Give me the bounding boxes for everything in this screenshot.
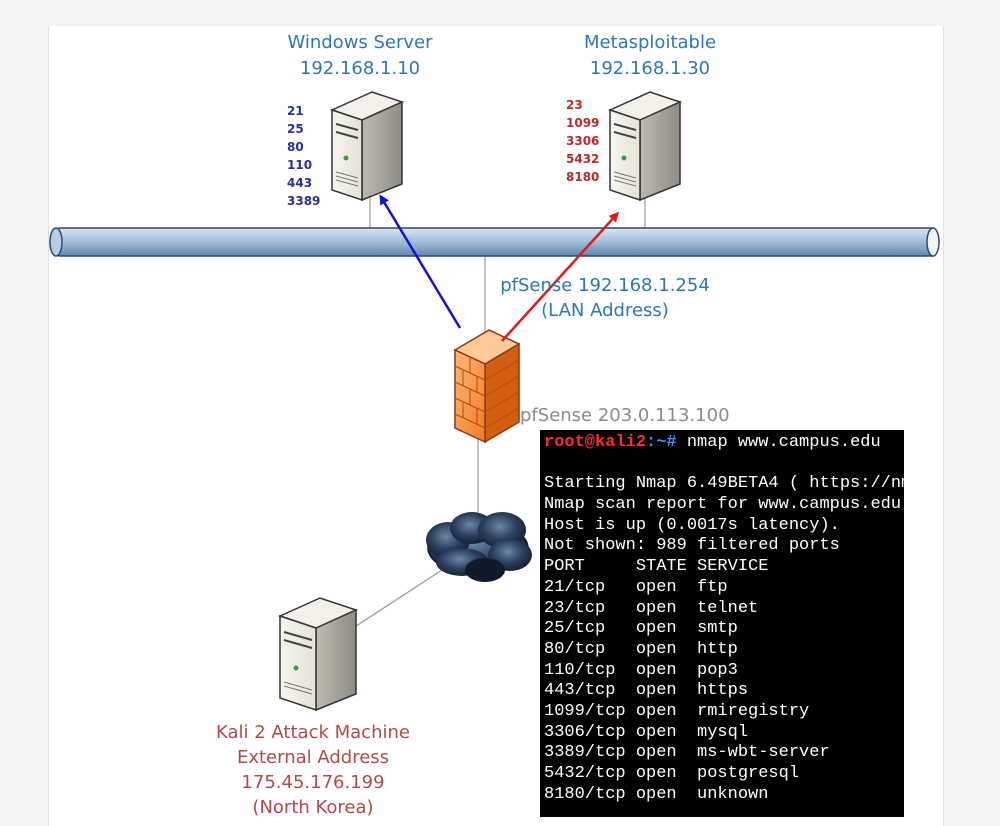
- terminal-output-line: 3306/tcp open mysql: [544, 722, 749, 742]
- pfsense-lan-caption: (LAN Address): [541, 300, 669, 321]
- windows-port-number: 3389: [287, 194, 321, 208]
- kali-external-caption: External Address: [236, 747, 390, 768]
- metasploitable-port-number: 1099: [566, 116, 600, 130]
- kali-name: Kali 2 Attack Machine: [216, 722, 410, 743]
- kali-location: (North Korea): [252, 797, 374, 818]
- terminal-window: root@kali2:~# nmap www.campus.edu Starti…: [540, 430, 904, 817]
- lan-network-pipe: [49, 227, 940, 257]
- terminal-output-line: 25/tcp open smtp: [544, 619, 738, 639]
- prompt-command: nmap www.campus.edu: [676, 433, 881, 452]
- blue-attack-arrow: [379, 194, 462, 329]
- windows-port-number: 443: [287, 176, 313, 190]
- metasploitable-port-number: 23: [566, 98, 583, 112]
- terminal-output: Starting Nmap 6.49BETA4 ( https://nmap.o…: [540, 454, 904, 806]
- terminal-output-line: PORT STATE SERVICE: [544, 557, 769, 577]
- metasploitable-port-number: 8180: [566, 170, 600, 184]
- windows-server-label: Windows Server 192.168.1.10: [260, 30, 460, 82]
- metasploitable-server-icon: [607, 91, 683, 202]
- metasploitable-label: Metasploitable 192.168.1.30: [550, 30, 750, 82]
- kali-link: [349, 567, 446, 631]
- windows-server-ip: 192.168.1.10: [299, 58, 421, 79]
- windows-port-number: 21: [287, 104, 304, 118]
- metasploitable-ip: 192.168.1.30: [589, 58, 711, 79]
- kali-label: Kali 2 Attack Machine External Address 1…: [200, 720, 426, 820]
- windows-server-name: Windows Server: [287, 32, 433, 53]
- terminal-output-line: Starting Nmap 6.49BETA4 ( https://nmap.o…: [544, 474, 904, 494]
- kali-server-icon: [277, 597, 359, 712]
- terminal-output-line: [540, 454, 904, 475]
- windows-port-number: 110: [287, 158, 313, 172]
- red-attack-arrow: [501, 211, 620, 342]
- pfsense-lan-address: pfSense 192.168.1.254: [500, 275, 710, 296]
- terminal-prompt-line: root@kali2:~# nmap www.campus.edu: [540, 433, 904, 454]
- windows-server-ports: 21 25 80 110 443 3389: [287, 102, 320, 210]
- terminal-output-line: 80/tcp open http: [544, 639, 738, 659]
- terminal-output-line: 8180/tcp open unknown: [544, 784, 769, 804]
- windows-port-number: 25: [287, 122, 304, 136]
- terminal-output-line: Nmap scan report for www.campus.edu: [544, 495, 902, 515]
- windows-port-number: 80: [287, 140, 304, 154]
- terminal-output-line: 110/tcp open pop3: [544, 660, 738, 680]
- terminal-output-line: Host is up (0.0017s latency).: [544, 515, 840, 535]
- terminal-output-line: 23/tcp open telnet: [544, 598, 759, 618]
- internet-cloud-icon: [426, 512, 532, 582]
- metasploitable-name: Metasploitable: [583, 32, 717, 53]
- metasploitable-port-number: 3306: [566, 134, 600, 148]
- firewall-icon: [453, 329, 521, 444]
- prompt-path: :~#: [646, 433, 677, 452]
- pfsense-wan-label: pfSense 203.0.113.100: [520, 405, 730, 426]
- kali-ip: 175.45.176.199: [241, 772, 385, 793]
- windows-server-icon: [329, 91, 405, 202]
- metasploitable-port-number: 5432: [566, 152, 600, 166]
- terminal-output-line: 443/tcp open https: [544, 681, 749, 701]
- terminal-output-line: 1099/tcp open rmiregistry: [544, 701, 810, 721]
- terminal-output-line: 3389/tcp open ms-wbt-server: [544, 743, 830, 763]
- terminal-output-line: 5432/tcp open postgresql: [544, 764, 800, 783]
- pfsense-lan-label: pfSense 192.168.1.254 (LAN Address): [495, 273, 715, 323]
- terminal-output-line: 21/tcp open ftp: [544, 577, 728, 597]
- metasploitable-ports: 23 1099 3306 5432 8180: [566, 96, 599, 186]
- prompt-user: root@kali2: [544, 433, 647, 452]
- terminal-output-line: Not shown: 989 filtered ports: [544, 536, 840, 556]
